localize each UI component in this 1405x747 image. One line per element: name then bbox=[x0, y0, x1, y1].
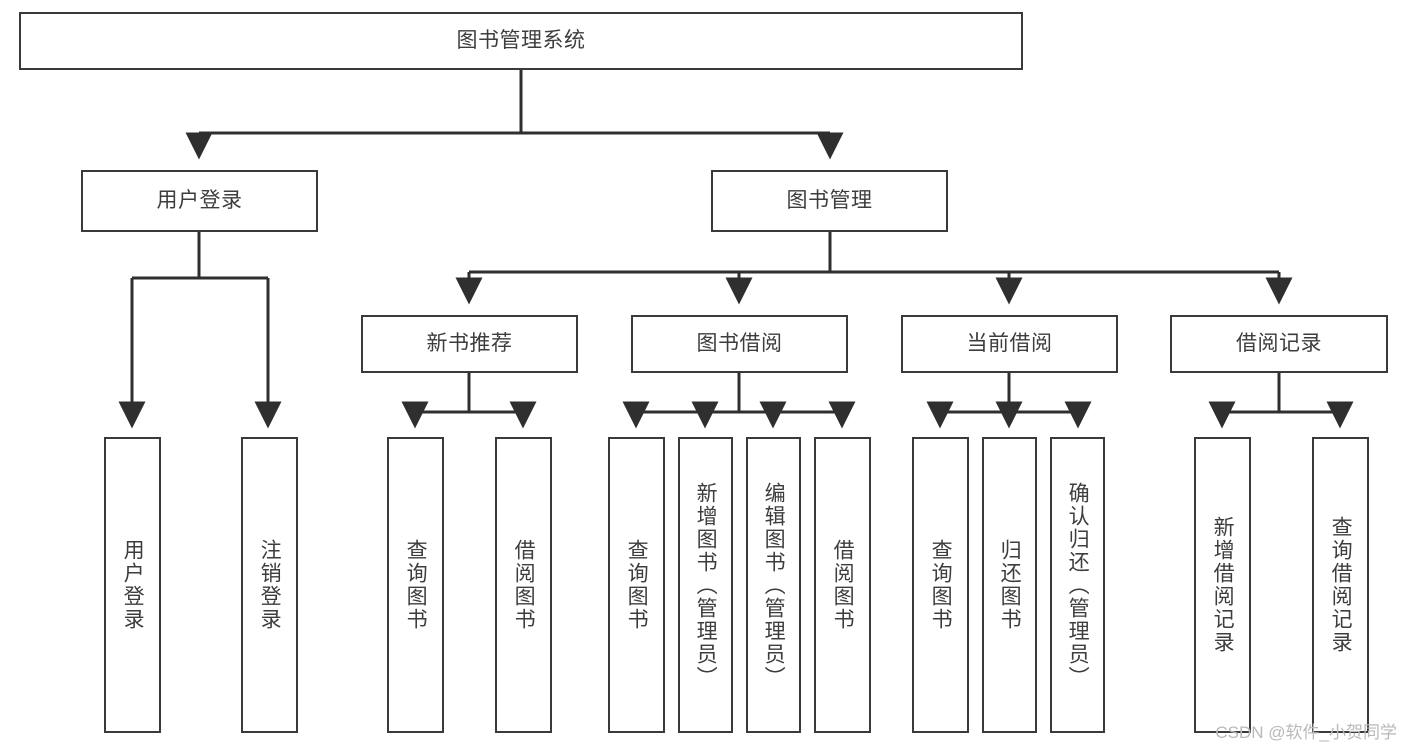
leaf-label: 借阅图书 bbox=[512, 539, 536, 631]
leaf-book-borrow-borrow[interactable]: 借阅图书 bbox=[814, 437, 871, 733]
leaf-label: 借阅图书 bbox=[831, 539, 855, 631]
node-new-book-recommend[interactable]: 新书推荐 bbox=[361, 315, 578, 373]
leaf-label: 新增借阅记录 bbox=[1211, 516, 1235, 654]
leaf-label: 查询图书 bbox=[625, 539, 649, 631]
node-current-borrow[interactable]: 当前借阅 bbox=[901, 315, 1118, 373]
leaf-user-login-logout[interactable]: 注销登录 bbox=[241, 437, 298, 733]
leaf-book-borrow-edit[interactable]: 编辑图书（管理员） bbox=[746, 437, 801, 733]
leaf-new-book-borrow[interactable]: 借阅图书 bbox=[495, 437, 552, 733]
node-root[interactable]: 图书管理系统 bbox=[19, 12, 1023, 70]
leaf-user-login-login[interactable]: 用户登录 bbox=[104, 437, 161, 733]
leaf-book-borrow-query[interactable]: 查询图书 bbox=[608, 437, 665, 733]
leaf-label: 注销登录 bbox=[258, 539, 282, 631]
leaf-label: 归还图书 bbox=[998, 539, 1022, 631]
node-user-login-label: 用户登录 bbox=[156, 188, 243, 212]
leaf-borrow-record-query[interactable]: 查询借阅记录 bbox=[1312, 437, 1369, 733]
node-root-label: 图书管理系统 bbox=[456, 28, 586, 52]
leaf-book-borrow-add[interactable]: 新增图书（管理员） bbox=[678, 437, 733, 733]
leaf-label: 确认归还（管理员） bbox=[1066, 481, 1090, 689]
csdn-watermark: CSDN @软件_小贺同学 bbox=[1215, 723, 1397, 742]
node-book-management[interactable]: 图书管理 bbox=[711, 170, 948, 232]
leaf-label: 查询图书 bbox=[929, 539, 953, 631]
leaf-label: 编辑图书（管理员） bbox=[762, 481, 786, 689]
node-user-login[interactable]: 用户登录 bbox=[81, 170, 318, 232]
leaf-label: 查询借阅记录 bbox=[1329, 516, 1353, 654]
leaf-current-borrow-query[interactable]: 查询图书 bbox=[912, 437, 969, 733]
node-borrow-record[interactable]: 借阅记录 bbox=[1170, 315, 1388, 373]
node-book-borrow-label: 图书借阅 bbox=[696, 331, 783, 355]
node-book-management-label: 图书管理 bbox=[786, 188, 873, 212]
node-book-borrow[interactable]: 图书借阅 bbox=[631, 315, 848, 373]
leaf-label: 新增图书（管理员） bbox=[694, 481, 718, 689]
node-borrow-record-label: 借阅记录 bbox=[1236, 331, 1322, 355]
leaf-new-book-query[interactable]: 查询图书 bbox=[387, 437, 444, 733]
leaf-current-borrow-return[interactable]: 归还图书 bbox=[982, 437, 1037, 733]
node-new-book-recommend-label: 新书推荐 bbox=[426, 331, 513, 355]
leaf-label: 查询图书 bbox=[404, 539, 428, 631]
leaf-borrow-record-add[interactable]: 新增借阅记录 bbox=[1194, 437, 1251, 733]
leaf-current-borrow-confirm[interactable]: 确认归还（管理员） bbox=[1050, 437, 1105, 733]
node-current-borrow-label: 当前借阅 bbox=[966, 331, 1053, 355]
leaf-label: 用户登录 bbox=[121, 539, 145, 631]
